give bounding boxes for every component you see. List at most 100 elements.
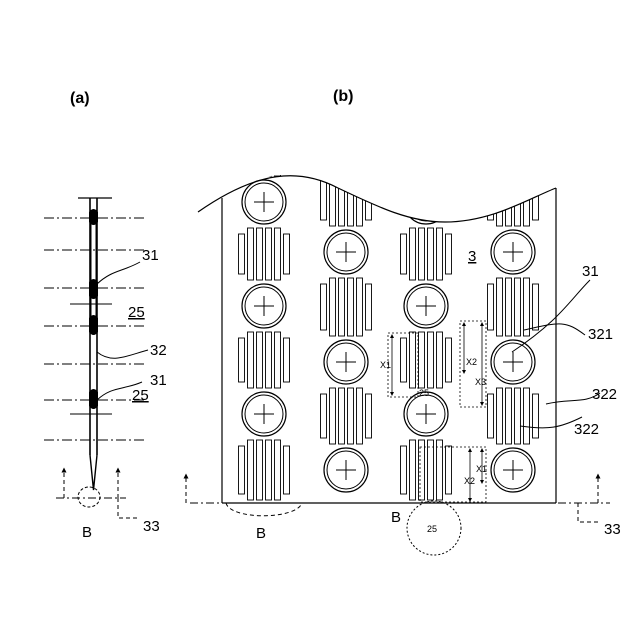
louvre-slit <box>366 284 372 330</box>
louvre-slit <box>248 150 254 176</box>
label-direction-b-mid: B <box>391 509 401 526</box>
louvre-slit <box>339 150 345 226</box>
louvre-slit <box>275 228 281 280</box>
label-fin-upper: 31 <box>142 247 159 264</box>
tube-callout: 25 <box>407 501 461 555</box>
louvre-slit <box>357 388 363 444</box>
louvre-slit <box>446 446 452 494</box>
louvre-slit <box>410 150 416 176</box>
label-gap-lower: 25 <box>132 387 149 404</box>
leader-lines-a <box>97 262 148 400</box>
louvre-slit <box>437 440 443 500</box>
louvre-slit <box>419 332 425 388</box>
louvre-slit <box>488 284 494 330</box>
louvre-slit <box>488 156 494 220</box>
louvre-slit <box>533 394 539 438</box>
louvre-slit <box>239 338 245 382</box>
louvre-slit <box>239 156 245 170</box>
label-flow-a: 33 <box>143 518 160 535</box>
flow-arrows-a <box>56 470 140 518</box>
label-tube-outer: 25 <box>427 524 437 534</box>
label-fin-lower: 31 <box>150 372 167 389</box>
louvre-slit <box>428 332 434 388</box>
louvre-slit <box>488 394 494 438</box>
louvre-slit <box>339 388 345 444</box>
louvre-slit <box>330 150 336 226</box>
louvre-slit <box>401 156 407 170</box>
louvre-slit <box>266 332 272 388</box>
louvre-slit <box>266 228 272 280</box>
label-slit-group-c: 322 <box>574 421 599 438</box>
label-gap-upper: 25 <box>128 304 145 321</box>
louvre-slit <box>275 150 281 176</box>
panel-a: (a) <box>44 90 167 541</box>
louvre-slit <box>410 440 416 500</box>
louvre-slit <box>284 234 290 274</box>
louvre-slit <box>533 284 539 330</box>
louvre-slit <box>515 388 521 444</box>
label-slit-group-b: 322 <box>592 386 617 403</box>
louvre-slit <box>257 150 263 176</box>
louvre-slit <box>330 278 336 336</box>
louvre-slit <box>401 234 407 274</box>
louvre-slit <box>446 234 452 274</box>
louvre-slit <box>357 150 363 226</box>
label-slit-group-a: 321 <box>588 326 613 343</box>
louvre-slit <box>366 156 372 220</box>
louvre-slit <box>446 156 452 170</box>
label-sheet: 3 <box>468 248 476 265</box>
louvre-slit <box>266 150 272 176</box>
dim-x2-lower: X2 <box>464 476 475 486</box>
louvre-slit <box>515 150 521 226</box>
louvre-slit <box>239 446 245 494</box>
louvre-slit <box>428 228 434 280</box>
louvre-slit <box>348 150 354 226</box>
louvre-slit <box>275 440 281 500</box>
label-web: 32 <box>150 342 167 359</box>
louvre-slit <box>257 440 263 500</box>
fin-cross-section <box>70 198 112 490</box>
louvre-slit <box>366 394 372 438</box>
louvre-slit <box>284 338 290 382</box>
fin-sheet: 25 <box>198 150 556 503</box>
louvre-slit <box>506 278 512 336</box>
louvre-slit <box>497 278 503 336</box>
louvre-slit <box>428 440 434 500</box>
louvre-slit <box>419 440 425 500</box>
dim-x1-lower: X1 <box>476 464 487 474</box>
louvre-slit <box>410 332 416 388</box>
louvre-slit <box>248 440 254 500</box>
louvre-slit <box>348 388 354 444</box>
tube-hole <box>407 183 445 221</box>
label-flow-b: 33 <box>604 521 621 538</box>
louvre-slit <box>321 394 327 438</box>
panel-a-caption: (a) <box>70 90 90 107</box>
louvre-slit <box>321 156 327 220</box>
louvre-slit <box>266 440 272 500</box>
louvre-slit <box>357 278 363 336</box>
louvre-slit <box>284 156 290 170</box>
dimension-lines <box>388 321 486 502</box>
louvre-slit <box>410 228 416 280</box>
louvre-slit <box>524 150 530 226</box>
louvre-slit <box>506 150 512 226</box>
louvre-slit <box>437 150 443 176</box>
louvre-slit <box>428 150 434 176</box>
louvre-slit <box>515 278 521 336</box>
panel-b: (b) 25 25 X1 X2 X3 X1 X2 <box>186 88 621 555</box>
louvre-slit <box>239 234 245 274</box>
louvre-slit <box>497 388 503 444</box>
louvre-slit <box>497 150 503 226</box>
louvre-slit <box>533 156 539 220</box>
louvre-slit <box>401 338 407 382</box>
louvre-slit <box>524 278 530 336</box>
louvre-slit <box>284 446 290 494</box>
louvre-slit <box>257 228 263 280</box>
dim-x3: X3 <box>475 377 486 387</box>
louvre-slit <box>401 446 407 494</box>
louvre-slit <box>248 332 254 388</box>
fin-pattern: 25 <box>239 150 539 500</box>
louvre-slit <box>321 284 327 330</box>
louvre-slit <box>524 388 530 444</box>
louvre-slit <box>330 388 336 444</box>
